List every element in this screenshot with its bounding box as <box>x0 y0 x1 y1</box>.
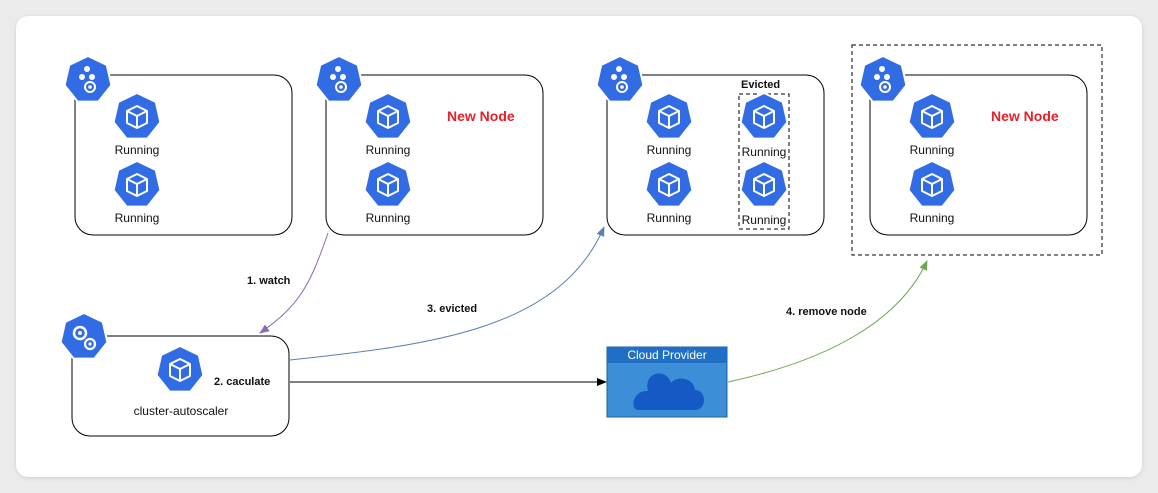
k8s-control-icon <box>59 312 109 360</box>
k8s-pod-icon <box>907 160 957 208</box>
removed-node-dashed-frame <box>851 44 1103 256</box>
k8s-master-icon <box>314 55 364 103</box>
k8s-master-icon <box>595 55 645 103</box>
evicted-edge-label: 3. evicted <box>427 303 478 315</box>
k8s-pod-icon <box>644 92 694 140</box>
cloud-icon <box>633 373 704 410</box>
pod-status-label: Running <box>365 211 411 225</box>
k8s-pod-icon <box>155 345 205 393</box>
pod-status-label: Running <box>909 143 955 157</box>
cloud-provider-title: Cloud Provider <box>627 348 707 362</box>
remove-node-edge <box>727 260 928 383</box>
watch-edge <box>259 232 329 334</box>
k8s-pod-icon <box>363 92 413 140</box>
pod-status-label: Running <box>909 211 955 225</box>
k8s-pod-icon <box>907 92 957 140</box>
diagram-svg <box>59 44 1103 437</box>
pod-status-label: Running <box>741 145 787 159</box>
watch-label: 1. watch <box>247 275 291 287</box>
k8s-pod-icon <box>644 160 694 208</box>
k8s-pod-icon <box>363 160 413 208</box>
new-node-label: New Node <box>447 108 515 124</box>
k8s-pod-icon <box>739 160 789 208</box>
autoscaler-label: cluster-autoscaler <box>133 404 229 418</box>
pod-status-label: Running <box>365 143 411 157</box>
k8s-master-icon <box>63 55 113 103</box>
evicted-label: Evicted <box>741 79 781 91</box>
calculate-label: 2. caculate <box>214 376 271 388</box>
cloud-provider-box <box>606 346 728 418</box>
k8s-pod-icon <box>112 92 162 140</box>
pod-status-label: Running <box>114 211 160 225</box>
remove-node-label: 4. remove node <box>786 306 867 318</box>
pod-status-label: Running <box>646 211 692 225</box>
diagram-canvas: New Node New Node Evicted 1. watch 2. ca… <box>16 16 1142 477</box>
k8s-pod-icon <box>739 92 789 140</box>
pod-status-label: Running <box>741 213 787 227</box>
pod-status-label: Running <box>646 143 692 157</box>
k8s-pod-icon <box>112 160 162 208</box>
k8s-master-icon <box>858 55 908 103</box>
evicted-edge <box>289 226 605 361</box>
new-node-label: New Node <box>991 108 1059 124</box>
pod-status-label: Running <box>114 143 160 157</box>
